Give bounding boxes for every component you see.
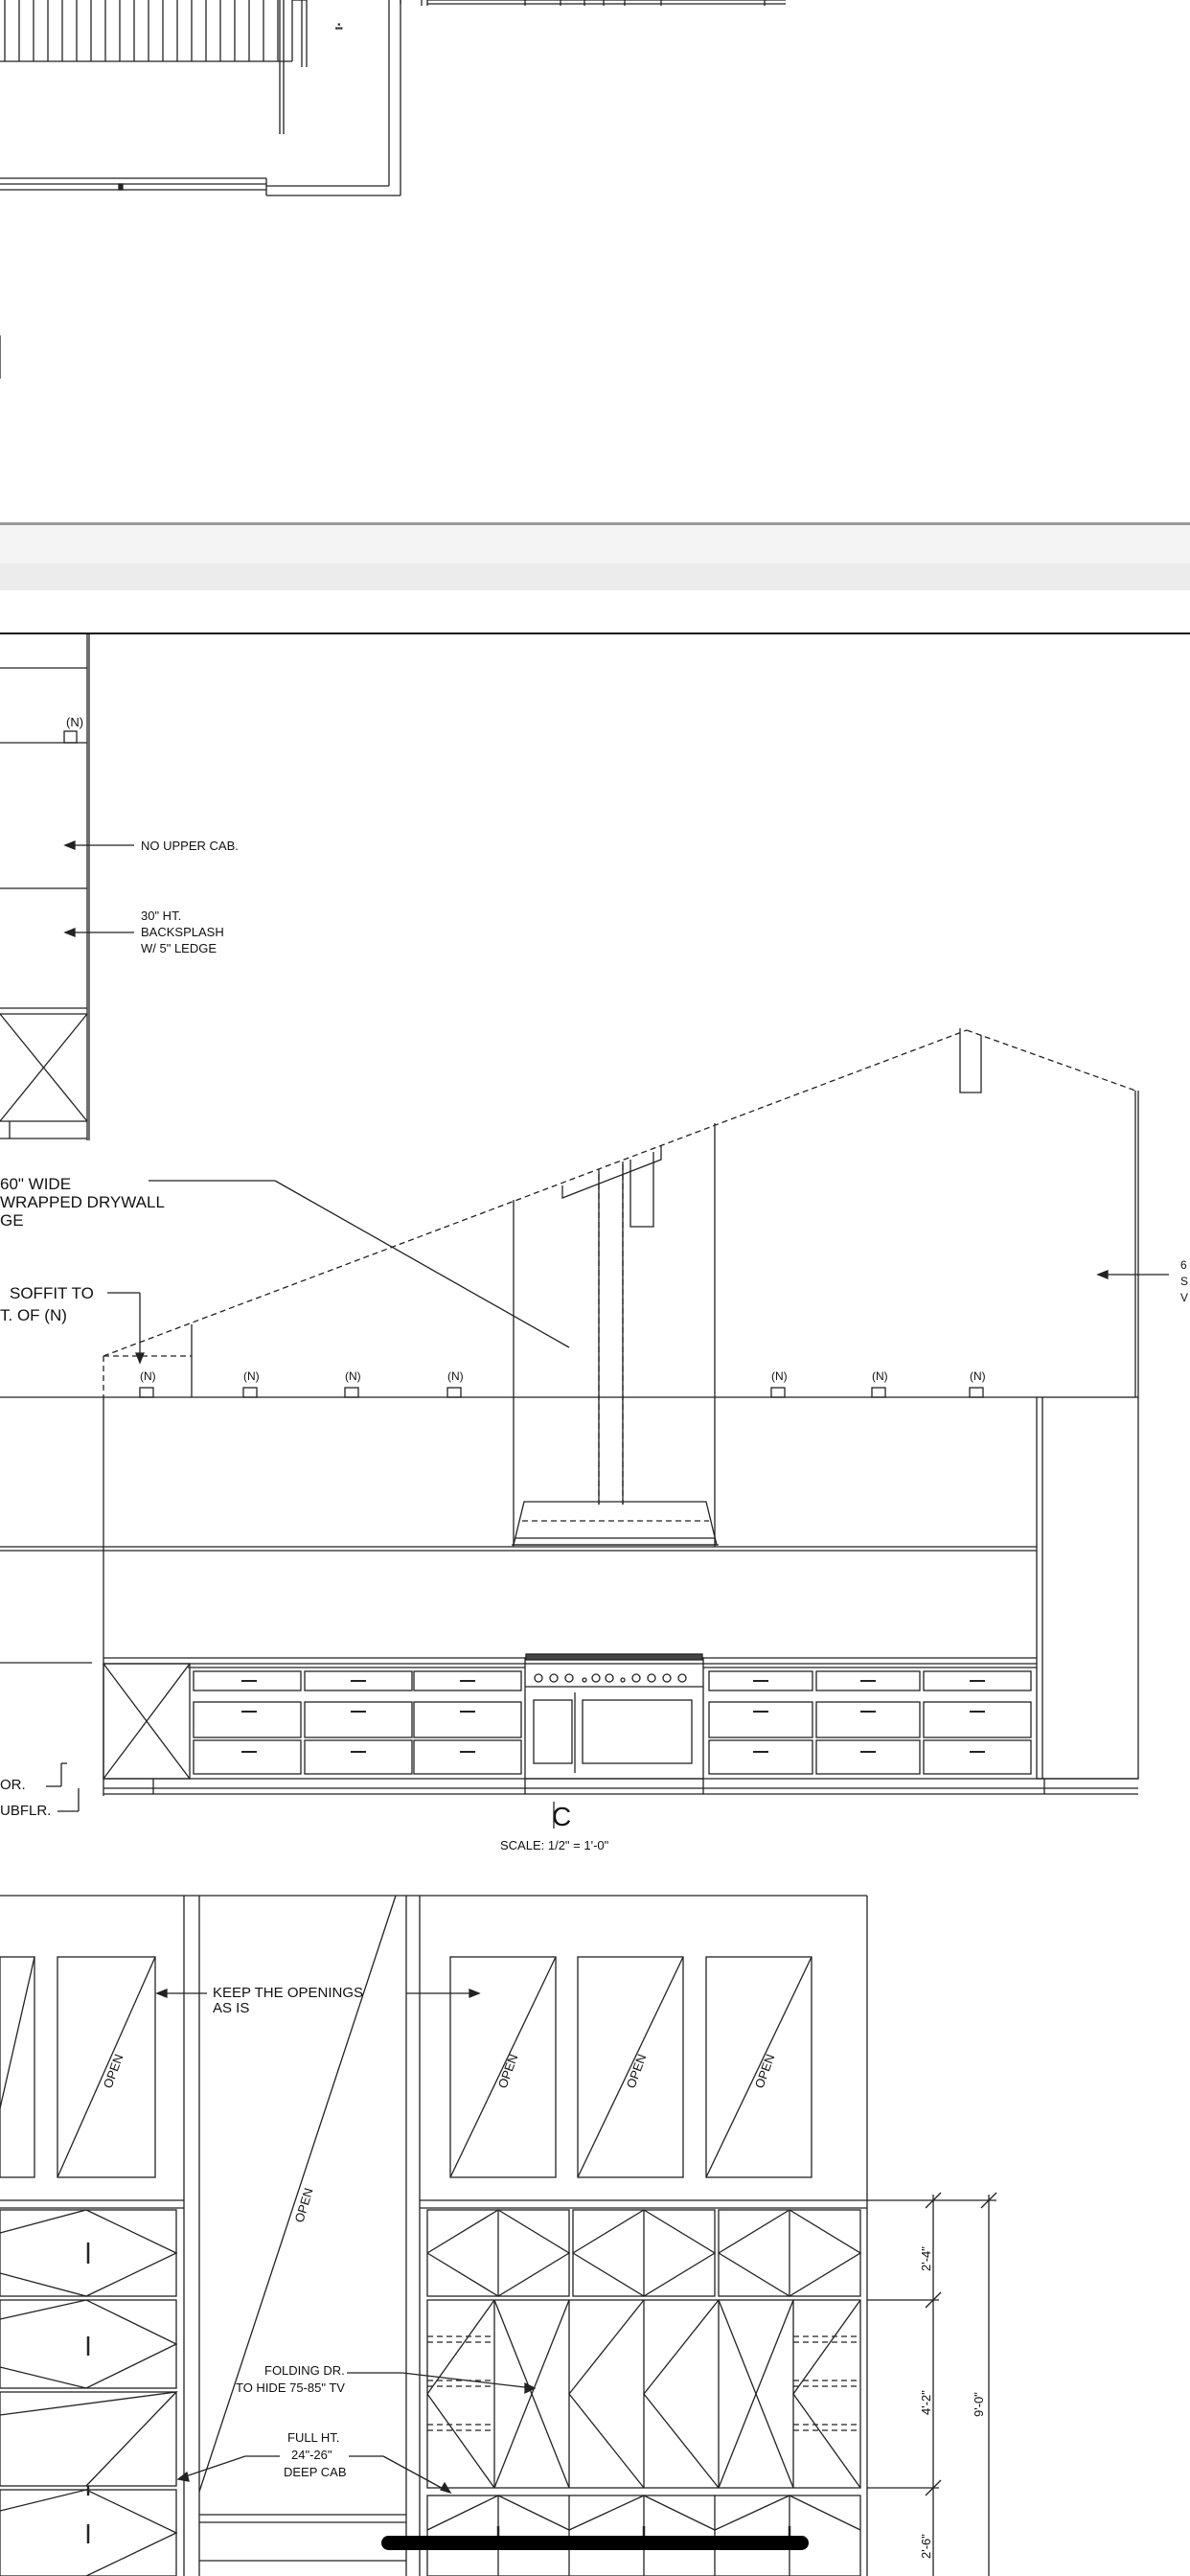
- tv-folding-doors: [426, 2299, 861, 2489]
- note-fullht-line3: DEEP CAB: [284, 2465, 347, 2479]
- ceiling-slope: [103, 1029, 1136, 1399]
- note-keep-openings-line1: KEEP THE OPENINGS: [213, 1985, 363, 2001]
- backsplash-band: [0, 1546, 1037, 1665]
- note-folding-line1: FOLDING DR.: [264, 2363, 345, 2378]
- floor-plan-fragment: .:.: [0, 0, 786, 379]
- elevation-scale: SCALE: 1/2" = 1'-0": [500, 1838, 609, 1852]
- elevation-c: (N) NO UPPER CAB. 30" HT. BACKSPLASH W/ …: [0, 634, 1188, 1852]
- note-drywall-line2: WRAPPED DRYWALL: [0, 1193, 165, 1211]
- new-mark-4: (N): [447, 1369, 464, 1383]
- ceiling-line: [0, 1396, 1037, 1796]
- left-partial-elevation: [0, 634, 90, 1140]
- open-label-3: OPEN: [624, 2052, 650, 2090]
- note-soffit-line1: SOFFIT TO: [10, 1284, 94, 1302]
- right-note-line1: 6: [1180, 1258, 1187, 1272]
- base-cabinets-right: [703, 1667, 1037, 1775]
- base-left-panel: [103, 1663, 191, 1780]
- new-mark-6: (N): [872, 1369, 888, 1383]
- dimension-lower: 2'-6": [919, 2534, 933, 2559]
- open-label-center: OPEN: [292, 2186, 316, 2224]
- page-divider-line: [0, 522, 1190, 525]
- page-top-border: [0, 632, 1190, 634]
- plan-walls: [0, 0, 786, 379]
- note-backsplash-line1: 30" HT.: [141, 908, 181, 923]
- range: [524, 1653, 704, 1780]
- dimension-total: 9'-0": [972, 2392, 986, 2417]
- tv-shelf-dashes: [427, 2335, 860, 2431]
- drywall-leader: [149, 1180, 570, 1348]
- new-mark-2: (N): [243, 1369, 260, 1383]
- left-new-mark: (N): [66, 715, 83, 729]
- page-gap-bottom-shade: [0, 564, 1190, 590]
- new-mark-1: (N): [140, 1369, 156, 1383]
- note-backsplash-line3: W/ 5" LEDGE: [141, 941, 217, 955]
- note-no-upper-cab: NO UPPER CAB.: [141, 839, 239, 853]
- range-hood: [512, 1501, 719, 1546]
- right-note-line3: V: [1180, 1291, 1188, 1304]
- note-fullht-line2: 24"-26": [291, 2448, 332, 2462]
- toe-kick: [103, 1778, 1138, 1795]
- left-lower-doors: [0, 2209, 178, 2576]
- open-labels: OPEN OPEN OPEN OPEN OPEN: [101, 2052, 778, 2224]
- builtin-frame: [0, 1895, 868, 2576]
- upper-open-niches: [0, 1956, 812, 2178]
- new-mark-3: (N): [345, 1369, 361, 1383]
- center-drawers: [199, 2514, 406, 2562]
- hood-chimney-dashed: [598, 1164, 624, 1505]
- dimension-middle: 4'-2": [919, 2390, 933, 2415]
- keep-openings-leaders: [155, 1989, 481, 1998]
- note-subfloor-line1: OR.: [0, 1777, 26, 1793]
- left-note-leaders: [63, 840, 134, 937]
- elevation-view-letter: C: [552, 1802, 571, 1831]
- open-label-2: OPEN: [495, 2052, 521, 2090]
- fullht-leaders: [176, 2455, 452, 2495]
- new-ceiling-lights: [139, 1387, 984, 1398]
- dimension-upper: 2'-4": [919, 2246, 933, 2271]
- note-folding-line2: TO HIDE 75-85" TV: [236, 2380, 345, 2395]
- right-tall-cabinet: [1036, 1396, 1139, 1794]
- note-drywall-line1: 60" WIDE: [0, 1175, 71, 1193]
- right-note-leader: [1096, 1270, 1169, 1279]
- note-fullht-line1: FULL HT.: [287, 2430, 339, 2445]
- dimension-lines: [867, 2192, 997, 2576]
- right-note-line2: S: [1180, 1275, 1188, 1288]
- elevation-d: OPEN OPEN OPEN OPEN OPEN KEEP THE OPENIN…: [0, 1895, 997, 2576]
- home-indicator[interactable]: [381, 2536, 809, 2550]
- walls-and-soffits: [191, 1028, 1139, 1547]
- folding-leader: [347, 2372, 537, 2395]
- note-backsplash-line2: BACKSPLASH: [141, 925, 224, 939]
- new-mark-7: (N): [970, 1369, 986, 1383]
- plan-hatching: [0, 0, 308, 67]
- page-gap: [0, 525, 1190, 564]
- right-upper-doors: [426, 2209, 862, 2297]
- note-subfloor-line2: UBFLR.: [0, 1803, 51, 1819]
- note-soffit-line2: T. OF (N): [0, 1306, 67, 1324]
- open-label-4: OPEN: [752, 2052, 778, 2090]
- base-cabinets-left: [188, 1667, 525, 1775]
- new-mark-5: (N): [771, 1369, 788, 1383]
- note-keep-openings-line2: AS IS: [213, 2000, 249, 2016]
- note-drywall-line3: GE: [0, 1211, 24, 1230]
- subfloor-leaders: [46, 1762, 80, 1812]
- plan-tiny-mark: .:.: [335, 21, 343, 31]
